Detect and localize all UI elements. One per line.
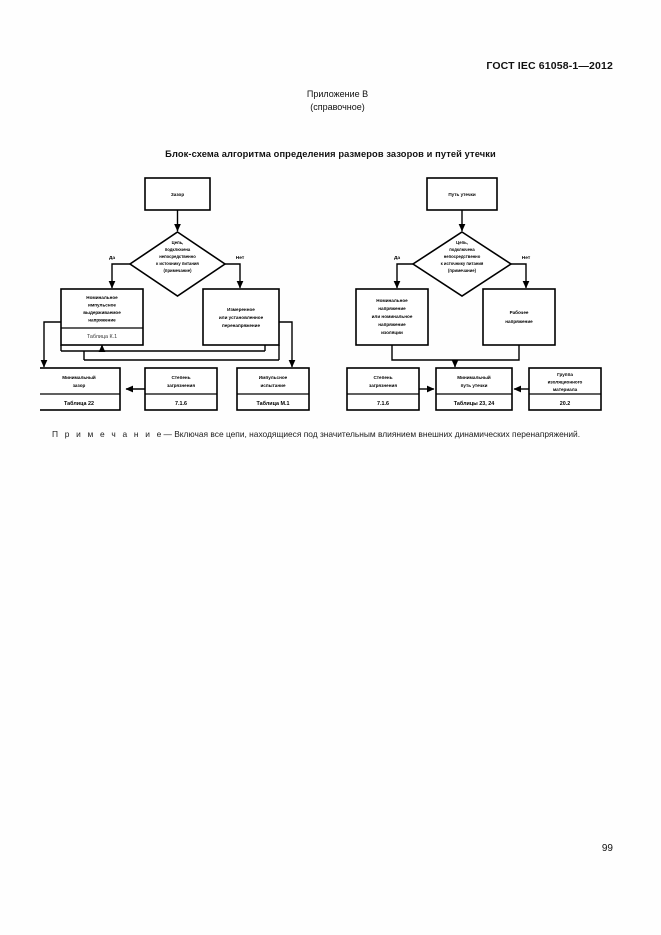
- left-result-left-ref: Таблица 22: [64, 400, 94, 407]
- right-result-left-line1: Степень: [373, 375, 392, 380]
- right-conn-no: [511, 263, 530, 289]
- right-result-mid-line1: Минимальный: [457, 374, 491, 380]
- right-conn-merge-bar: [391, 345, 520, 361]
- right-decision-line3: непосредственно: [444, 254, 481, 259]
- right-result-left-line2: загрязнения: [369, 383, 397, 388]
- right-decision-line1: Цепь,: [456, 240, 468, 245]
- figure-title: Блок-схема алгоритма определения размеро…: [165, 149, 496, 159]
- right-decision-line5: (примечание): [448, 268, 477, 273]
- page-number: 99: [601, 843, 613, 854]
- left-decision-line5: (примечание): [164, 268, 193, 273]
- left-result-mid-ref: 7.1.6: [175, 401, 187, 407]
- right-result-right-line3: материала: [553, 387, 578, 392]
- right-decision-diamond: [411, 231, 513, 297]
- flowchart-diagram: Зазор Цепь, подключена непосредственно к…: [40, 170, 620, 420]
- right-result-left-ref: 7.1.6: [377, 401, 389, 407]
- standard-header: ГОСТ IEC 61058-1—2012: [486, 60, 613, 72]
- left-yes-line3: выдерживаемое: [83, 310, 121, 315]
- left-no-line2: или установленное: [219, 315, 264, 320]
- right-decision-line2: подключена: [449, 247, 475, 252]
- left-result-mid-line1: Степень: [171, 375, 190, 380]
- right-yes-line4: напряжение: [378, 322, 406, 327]
- left-conn-yes-to-result-left: [40, 321, 61, 368]
- left-result-right-line1: Импульсное: [259, 375, 288, 380]
- left-decision-line3: непосредственно: [159, 254, 196, 259]
- right-yes-line2: напряжение: [378, 306, 406, 311]
- right-yes-line1: Номинальное: [376, 298, 408, 303]
- left-decision-diamond: [128, 231, 227, 297]
- left-decision-line2: подключена: [165, 247, 191, 252]
- note-dash: —: [163, 429, 172, 439]
- note-text: Включая все цепи, находящиеся под значит…: [174, 429, 581, 439]
- left-result-right-box: [236, 367, 310, 411]
- left-yes-box: [60, 288, 144, 346]
- annex-label: Приложение В: [306, 89, 369, 99]
- right-branch-no-label: Нет: [522, 255, 531, 261]
- right-result-mid-line2: путь утечки: [461, 383, 488, 388]
- left-conn-yes: [108, 263, 130, 289]
- right-start-box: [426, 177, 498, 211]
- left-no-line1: Измеренное: [227, 307, 255, 312]
- left-yes-line1: Номинальное: [86, 295, 118, 300]
- right-result-mid-ref: Таблицы 23, 24: [454, 400, 495, 407]
- left-result-right-line2: испытание: [260, 383, 285, 388]
- right-result-right-line1: Группа: [557, 372, 573, 377]
- right-result-mid-box: [435, 367, 513, 411]
- left-branch-yes-label: Да: [109, 255, 115, 261]
- right-no-line2: напряжение: [505, 319, 533, 324]
- right-no-box: [482, 288, 556, 346]
- right-decision-line4: к источнику питания: [441, 261, 484, 266]
- left-branch-no-label: Нет: [236, 255, 245, 261]
- left-result-left-box: [40, 367, 121, 411]
- left-flowchart: Зазор Цепь, подключена непосредственно к…: [40, 177, 310, 411]
- right-yes-line5: изоляции: [381, 330, 403, 335]
- left-result-right-ref: Таблица М.1: [257, 400, 290, 407]
- left-decision-line4: к источнику питания: [156, 261, 199, 266]
- left-decision-line1: Цепь,: [172, 240, 184, 245]
- left-no-line3: перенапряжение: [222, 323, 261, 328]
- left-yes-line4: напряжение: [88, 318, 116, 323]
- note-lead: П р и м е ч а н и е: [52, 429, 164, 439]
- right-start-label: Путь утечки: [448, 192, 476, 197]
- right-result-right-box: [528, 367, 602, 411]
- right-yes-line3: или номинальное: [372, 314, 413, 319]
- left-result-mid-line2: загрязнения: [167, 383, 195, 388]
- left-yes-ref: Таблица К.1: [87, 334, 117, 340]
- right-conn-yes: [393, 263, 413, 289]
- right-no-line1: Рабочее: [510, 309, 529, 315]
- left-result-left-line1: Минимальный: [62, 374, 96, 380]
- left-conn-no: [225, 263, 244, 289]
- right-result-right-line2: изоляционного: [548, 380, 583, 385]
- left-result-mid-box: [144, 367, 218, 411]
- left-result-left-line2: зазор: [73, 383, 86, 388]
- right-branch-yes-label: Да: [394, 255, 400, 261]
- right-result-right-ref: 20.2: [560, 401, 571, 407]
- annex-type: (справочное): [310, 101, 365, 112]
- left-start-label: Зазор: [171, 192, 184, 197]
- left-conn-no-to-result-right: [279, 321, 296, 368]
- left-start-box: [144, 177, 211, 211]
- figure-note: П р и м е ч а н и е— Включая все цепи, н…: [52, 428, 608, 441]
- left-yes-line2: импульсное: [88, 303, 116, 308]
- right-flowchart: Путь утечки Цепь, подключена непосредств…: [346, 177, 602, 411]
- annex-heading: Приложение В (справочное): [0, 88, 661, 113]
- left-no-box: [202, 288, 280, 346]
